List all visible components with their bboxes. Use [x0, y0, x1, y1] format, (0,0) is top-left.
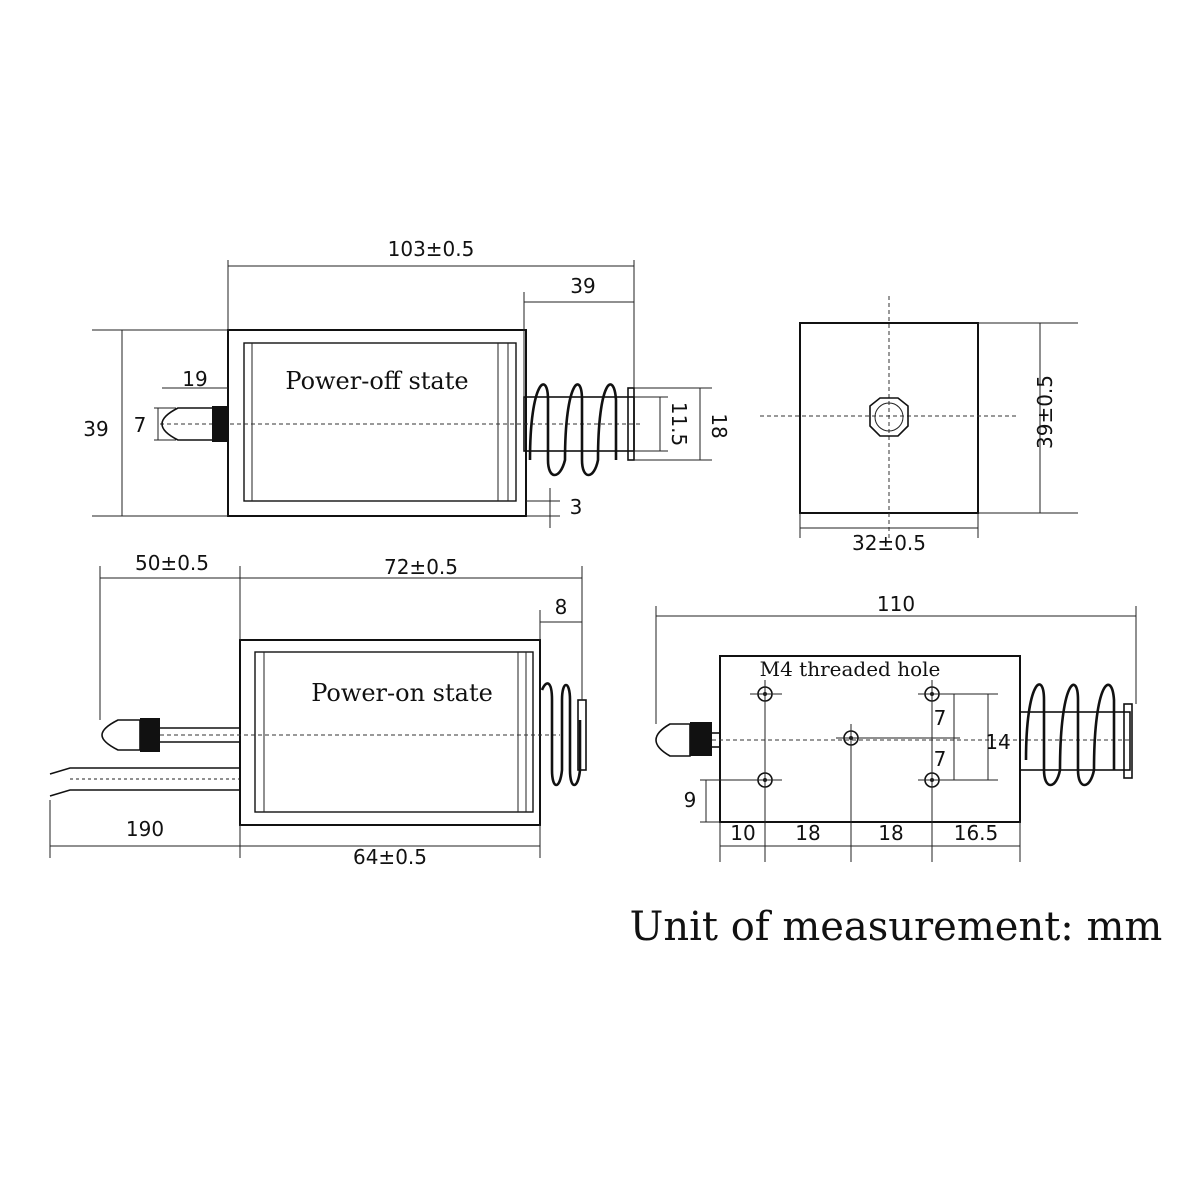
bottom-tip-knob — [690, 722, 712, 756]
off-dim-wall: 3 — [570, 495, 583, 519]
bottom-dim-x3: 18 — [878, 821, 903, 845]
on-dim-frame: 64±0.5 — [353, 845, 427, 869]
bottom-dim-edge: 9 — [684, 788, 697, 812]
bottom-hole-label: M4 threaded hole — [760, 657, 941, 681]
on-dim-body: 72±0.5 — [384, 555, 458, 579]
on-dim-lead: 190 — [126, 817, 164, 841]
off-state-label: Power-off state — [285, 367, 468, 395]
bottom-tip — [655, 723, 691, 757]
bottom-dim-offset-a: 7 — [934, 706, 947, 730]
off-tip-knob — [212, 406, 228, 442]
bottom-frame — [719, 655, 1021, 823]
on-dim-stroke: 50±0.5 — [135, 551, 209, 575]
end-hex-hole — [869, 397, 909, 437]
on-tip-knob — [140, 718, 160, 752]
bottom-dim-hole-span: 14 — [985, 730, 1010, 754]
off-dim-shaft: 11.5 — [667, 402, 691, 447]
power-on-view: 50±0.5 72±0.5 8 190 64±0.5 Power-on stat… — [49, 551, 587, 869]
bottom-dim-x2: 18 — [795, 821, 820, 845]
bottom-spring — [1024, 683, 1116, 787]
off-coil — [243, 342, 517, 502]
bottom-dim-total: 110 — [877, 592, 915, 616]
off-dim-height: 39 — [83, 417, 108, 441]
bottom-dim-x1: 10 — [730, 821, 755, 845]
bottom-shaft — [1019, 711, 1131, 771]
off-tip — [161, 407, 215, 441]
off-dim-plunger: 39 — [570, 274, 595, 298]
on-lead-wire-2 — [49, 789, 240, 797]
on-tip — [101, 719, 141, 751]
bottom-dim-x4: 16.5 — [954, 821, 999, 845]
bottom-view: 7 7 14 9 10 18 18 16.5 110 M4 threaded h… — [655, 592, 1137, 862]
on-spring — [540, 682, 582, 787]
off-spring — [528, 383, 618, 477]
off-dim-tip-length: 19 — [182, 367, 207, 391]
end-dim-width: 32±0.5 — [852, 531, 926, 555]
off-dim-spring: 18 — [707, 413, 731, 438]
on-lead-wire-1 — [49, 767, 240, 775]
off-dim-tip-dia: 7 — [134, 413, 147, 437]
on-coil — [254, 651, 534, 813]
end-dim-height: 39±0.5 — [1033, 375, 1057, 449]
power-off-view: 103±0.5 39 39 19 7 11.5 18 3 Power-off — [83, 237, 731, 528]
bottom-dim-offset-b: 7 — [934, 747, 947, 771]
on-state-label: Power-on state — [311, 679, 493, 707]
unit-note: Unit of measurement: mm — [630, 904, 1163, 950]
on-dim-cap: 8 — [555, 595, 568, 619]
off-dim-total: 103±0.5 — [388, 237, 475, 261]
end-view: 39±0.5 32±0.5 — [760, 296, 1078, 555]
